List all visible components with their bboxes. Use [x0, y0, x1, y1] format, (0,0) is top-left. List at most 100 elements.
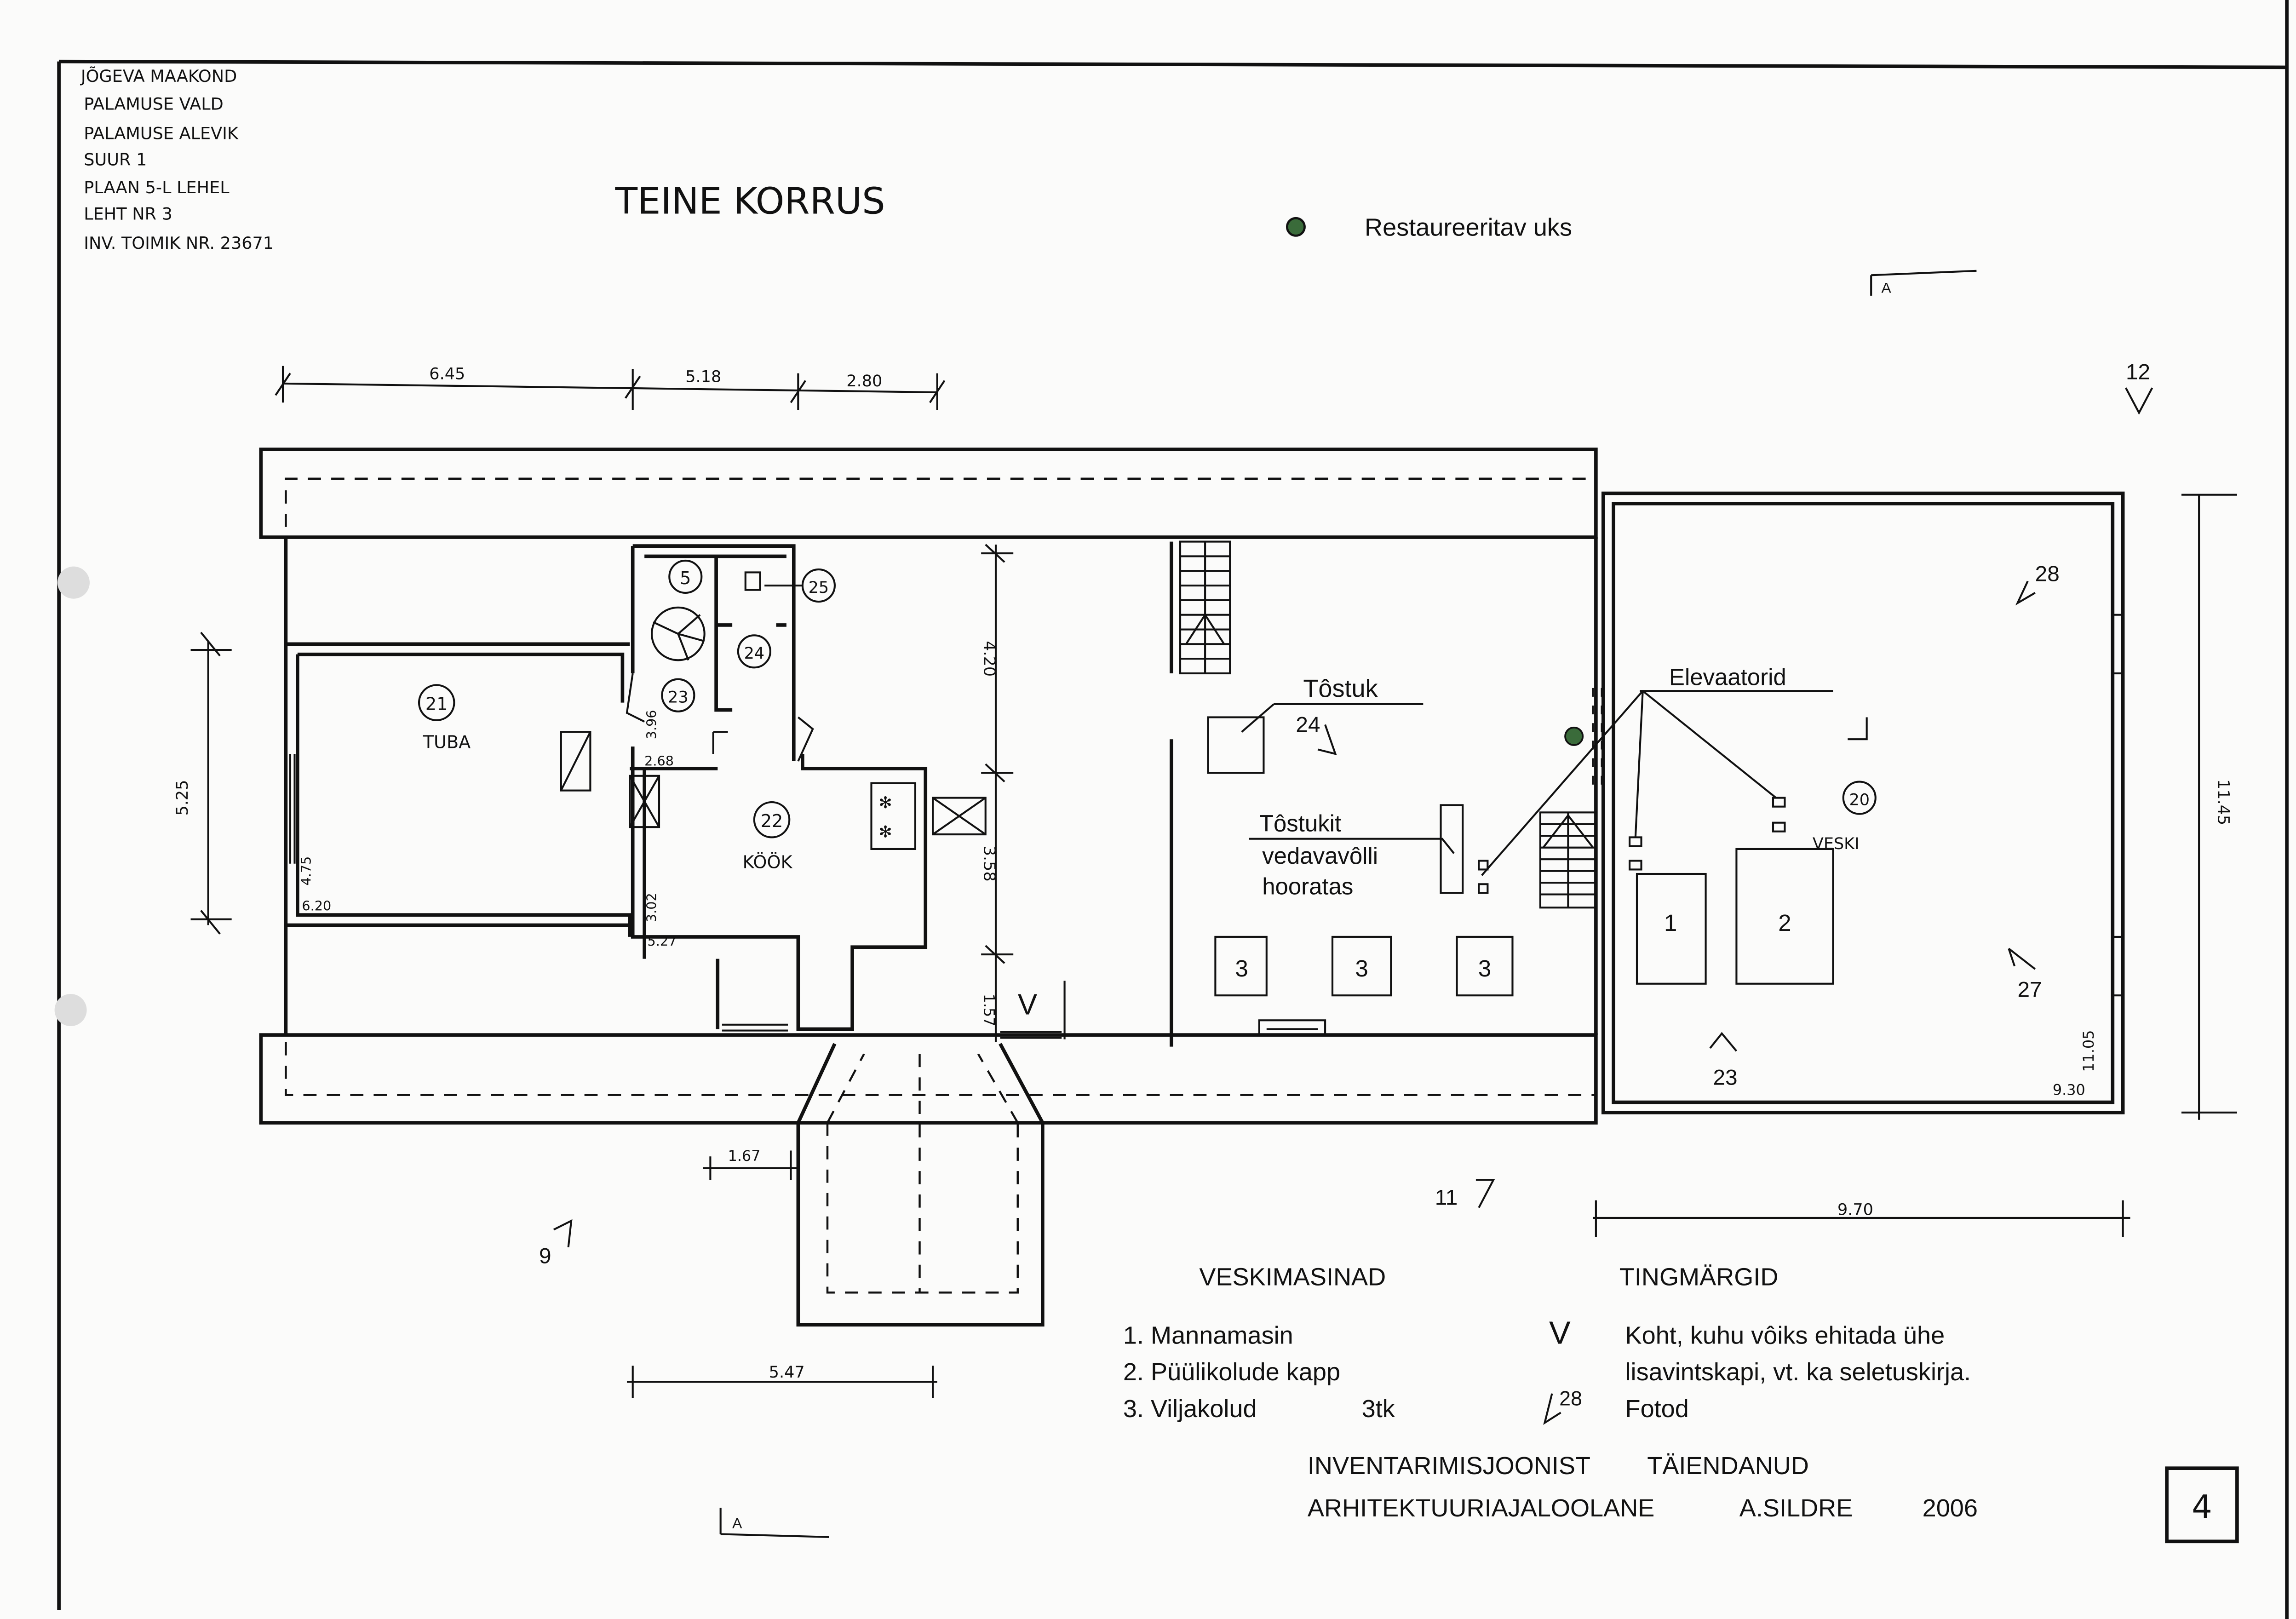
page-number: 4	[2192, 1488, 2212, 1526]
legend-item-qty: 3tk	[1362, 1395, 1395, 1423]
svg-text:ARHITEKTUURIAJALOOLANE: ARHITEKTUURIAJALOOLANE	[1308, 1494, 1654, 1522]
svg-text:KÖÖK: KÖÖK	[742, 851, 792, 873]
address-line: JÕGEVA MAAKOND	[80, 66, 237, 86]
address-line: PALAMUSE ALEVIK	[84, 123, 239, 143]
section-marker-top: A	[1870, 270, 1977, 296]
svg-text:9.30: 9.30	[2053, 1081, 2085, 1099]
svg-text:4.20: 4.20	[980, 641, 999, 677]
svg-text:2.80: 2.80	[846, 372, 882, 390]
dimension-left: 5.25	[173, 632, 232, 935]
svg-text:5: 5	[680, 568, 691, 589]
svg-text:9: 9	[539, 1244, 551, 1269]
svg-text:3: 3	[1235, 955, 1248, 982]
section-marker-bottom: A	[719, 1508, 829, 1538]
page-number-box: 4	[2165, 1466, 2239, 1544]
restored-door-marker-icon	[1564, 726, 1584, 746]
svg-text:Tôstukit: Tôstukit	[1259, 810, 1341, 837]
legend-item: 2. Püülikolude kapp	[1123, 1358, 1340, 1386]
address-line: SUUR 1	[84, 150, 147, 170]
room-23: 23	[661, 678, 695, 712]
svg-text:11: 11	[1435, 1185, 1458, 1210]
legend-title: VESKIMASINAD	[1199, 1263, 1386, 1291]
legend-veskimasinad: VESKIMASINAD 1. Mannamasin 2. Püülikolud…	[1123, 1263, 1395, 1422]
svg-text:2006: 2006	[1923, 1494, 1978, 1522]
svg-text:23: 23	[1713, 1065, 1737, 1090]
svg-text:Elevaatorid: Elevaatorid	[1669, 664, 1786, 690]
svg-text:20: 20	[1849, 791, 1870, 809]
dimension-top: 6.45 5.18 2.80	[275, 365, 946, 410]
svg-text:4.75: 4.75	[298, 856, 314, 886]
svg-text:TÄIENDANUD: TÄIENDANUD	[1647, 1452, 1809, 1480]
room-25: 25	[744, 568, 836, 603]
photo-markers: 12 28 27 23 11 9	[539, 360, 2153, 1269]
svg-text:2: 2	[1778, 910, 1791, 936]
svg-text:11.45: 11.45	[2214, 779, 2233, 825]
mill-building: 11.45 9.70 11.05 9.30	[1481, 491, 2237, 1237]
svg-text:3: 3	[1478, 955, 1491, 982]
legend-restored-door: Restaureeritav uks	[1286, 213, 1572, 241]
address-block: JÕGEVA MAAKOND PALAMUSE VALD PALAMUSE AL…	[80, 66, 274, 253]
svg-text:28: 28	[1559, 1387, 1582, 1410]
svg-text:V: V	[1018, 988, 1038, 1021]
address-line: PALAMUSE VALD	[84, 94, 224, 114]
svg-text:3: 3	[1355, 955, 1368, 982]
legend-item: 1. Mannamasin	[1123, 1322, 1293, 1349]
svg-text:5.18: 5.18	[685, 368, 721, 386]
svg-text:Koht, kuhu vôiks ehitada ühe: Koht, kuhu vôiks ehitada ühe	[1625, 1322, 1945, 1349]
svg-text:VESKI: VESKI	[1813, 835, 1860, 853]
address-line: PLAAN 5-L LEHEL	[84, 178, 230, 197]
svg-text:hooratas: hooratas	[1262, 873, 1353, 900]
room-dimension-labels: 4.75 6.20 3.96 2.68 3.02 5.27	[298, 710, 677, 949]
machine-labels: Tôstuk 24 Tôstukit vedavavôlli hooratas …	[1018, 664, 1791, 1021]
address-line: LEHT NR 3	[84, 204, 172, 224]
restored-door-label: Restaureeritav uks	[1365, 213, 1572, 241]
svg-text:vedavavôlli: vedavavôlli	[1262, 843, 1378, 869]
staircase	[1539, 811, 1597, 909]
svg-text:A: A	[1882, 280, 1892, 296]
svg-text:3.58: 3.58	[980, 846, 999, 882]
legend-tingmargid: TINGMÄRGID V Koht, kuhu vôiks ehitada üh…	[1543, 1263, 1971, 1425]
svg-text:3.02: 3.02	[644, 893, 660, 922]
svg-text:1.67: 1.67	[728, 1147, 761, 1165]
page-title: TEINE KORRUS	[615, 180, 885, 223]
svg-text:6.45: 6.45	[429, 365, 465, 383]
svg-text:1: 1	[1664, 910, 1677, 936]
sheet-frame	[54, 0, 2289, 1619]
svg-text:INVENTARIMISJOONIST: INVENTARIMISJOONIST	[1308, 1452, 1590, 1480]
room-5: 5	[680, 568, 691, 589]
room-24: 24	[737, 634, 771, 669]
svg-text:Fotod: Fotod	[1625, 1395, 1689, 1423]
svg-text:2.68: 2.68	[644, 753, 674, 769]
svg-text:A: A	[732, 1515, 742, 1532]
svg-text:22: 22	[761, 811, 783, 832]
svg-text:9.70: 9.70	[1837, 1201, 1873, 1219]
svg-text:Tôstuk: Tôstuk	[1303, 675, 1378, 702]
legend-item: 3. Viljakolud	[1123, 1395, 1257, 1423]
svg-text:23: 23	[668, 689, 689, 707]
svg-text:5.47: 5.47	[769, 1363, 805, 1382]
svg-text:28: 28	[2035, 562, 2060, 586]
svg-text:3.96: 3.96	[644, 710, 660, 739]
svg-text:21: 21	[425, 695, 448, 715]
staircase	[1179, 540, 1231, 675]
svg-text:A.SILDRE: A.SILDRE	[1739, 1494, 1853, 1522]
svg-text:24: 24	[1296, 712, 1320, 737]
svg-text:12: 12	[2126, 360, 2150, 384]
svg-text:TUBA: TUBA	[423, 732, 471, 752]
svg-text:✻: ✻	[878, 823, 892, 841]
photo-symbol-icon	[1543, 1393, 1561, 1425]
svg-text:✻: ✻	[878, 794, 892, 812]
credits: INVENTARIMISJOONIST TÄIENDANUD ARHITEKTU…	[1308, 1452, 1978, 1522]
legend-title: TINGMÄRGID	[1619, 1263, 1779, 1291]
main-building: ✻ ✻ 4.20 3.58 1.57 1.67	[259, 448, 1603, 1398]
room-21: 21 TUBA	[418, 684, 471, 752]
svg-text:11.05: 11.05	[2080, 1030, 2097, 1072]
room-22: 22 KÖÖK	[742, 801, 793, 873]
svg-text:lisavintskapi, vt. ka seletusk: lisavintskapi, vt. ka seletuskirja.	[1625, 1358, 1971, 1386]
svg-text:6.20: 6.20	[302, 898, 331, 914]
v-symbol: V	[1549, 1315, 1571, 1351]
room-20: 20 VESKI	[1813, 781, 1877, 853]
svg-text:1.57: 1.57	[981, 994, 998, 1027]
restored-door-marker-icon	[1286, 217, 1306, 237]
